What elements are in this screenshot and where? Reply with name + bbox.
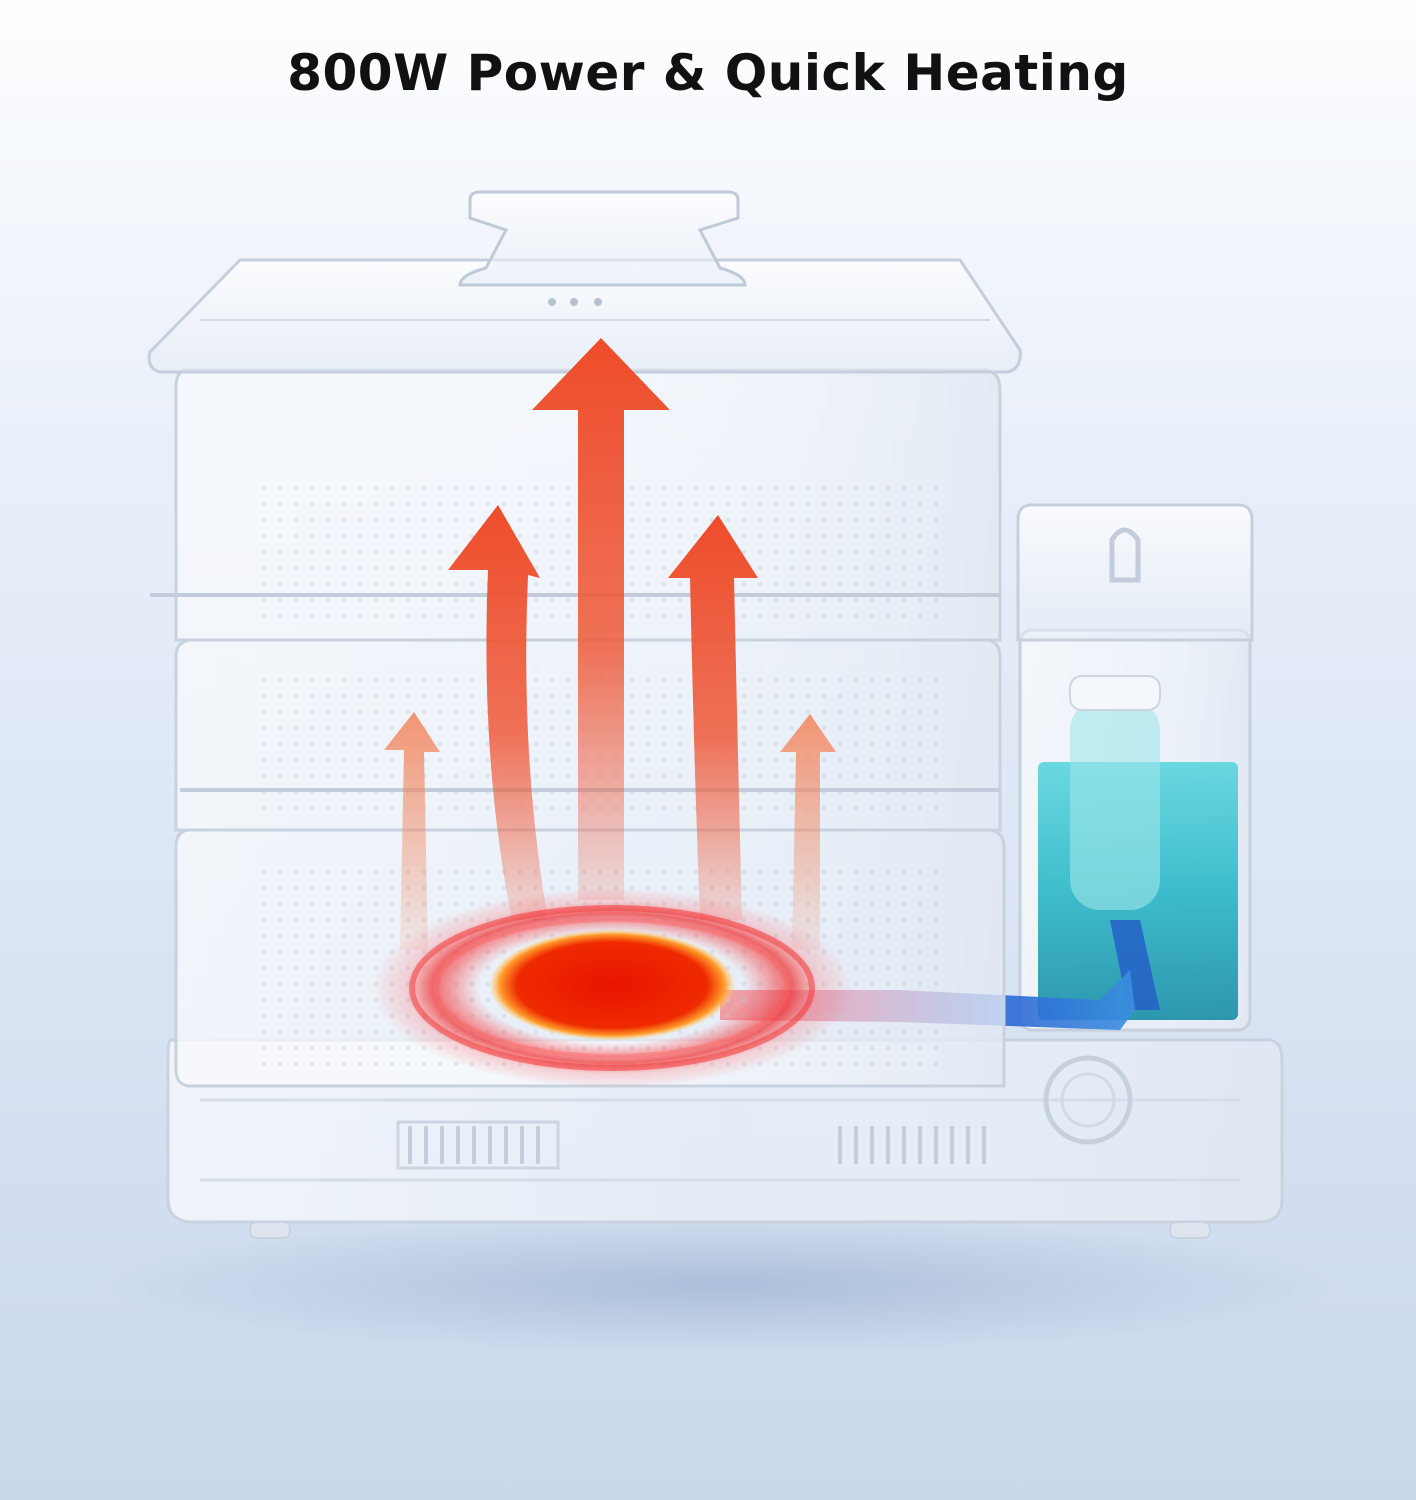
heat-arrow-far-right bbox=[780, 714, 836, 950]
lid-handle-icon bbox=[458, 190, 747, 287]
heating-core bbox=[490, 930, 734, 1040]
floor-shadow bbox=[100, 1215, 1340, 1355]
heat-arrow-right bbox=[668, 515, 758, 920]
heat-arrow-far-left bbox=[384, 712, 440, 950]
water-tank bbox=[1016, 503, 1254, 1032]
control-knob-icon bbox=[1043, 1055, 1133, 1145]
heating-element bbox=[372, 888, 852, 1088]
headline: 800W Power & Quick Heating bbox=[287, 44, 1129, 102]
heat-arrow-center bbox=[532, 338, 670, 900]
heat-arrow-left bbox=[448, 505, 548, 920]
heat-arrows bbox=[384, 338, 836, 950]
